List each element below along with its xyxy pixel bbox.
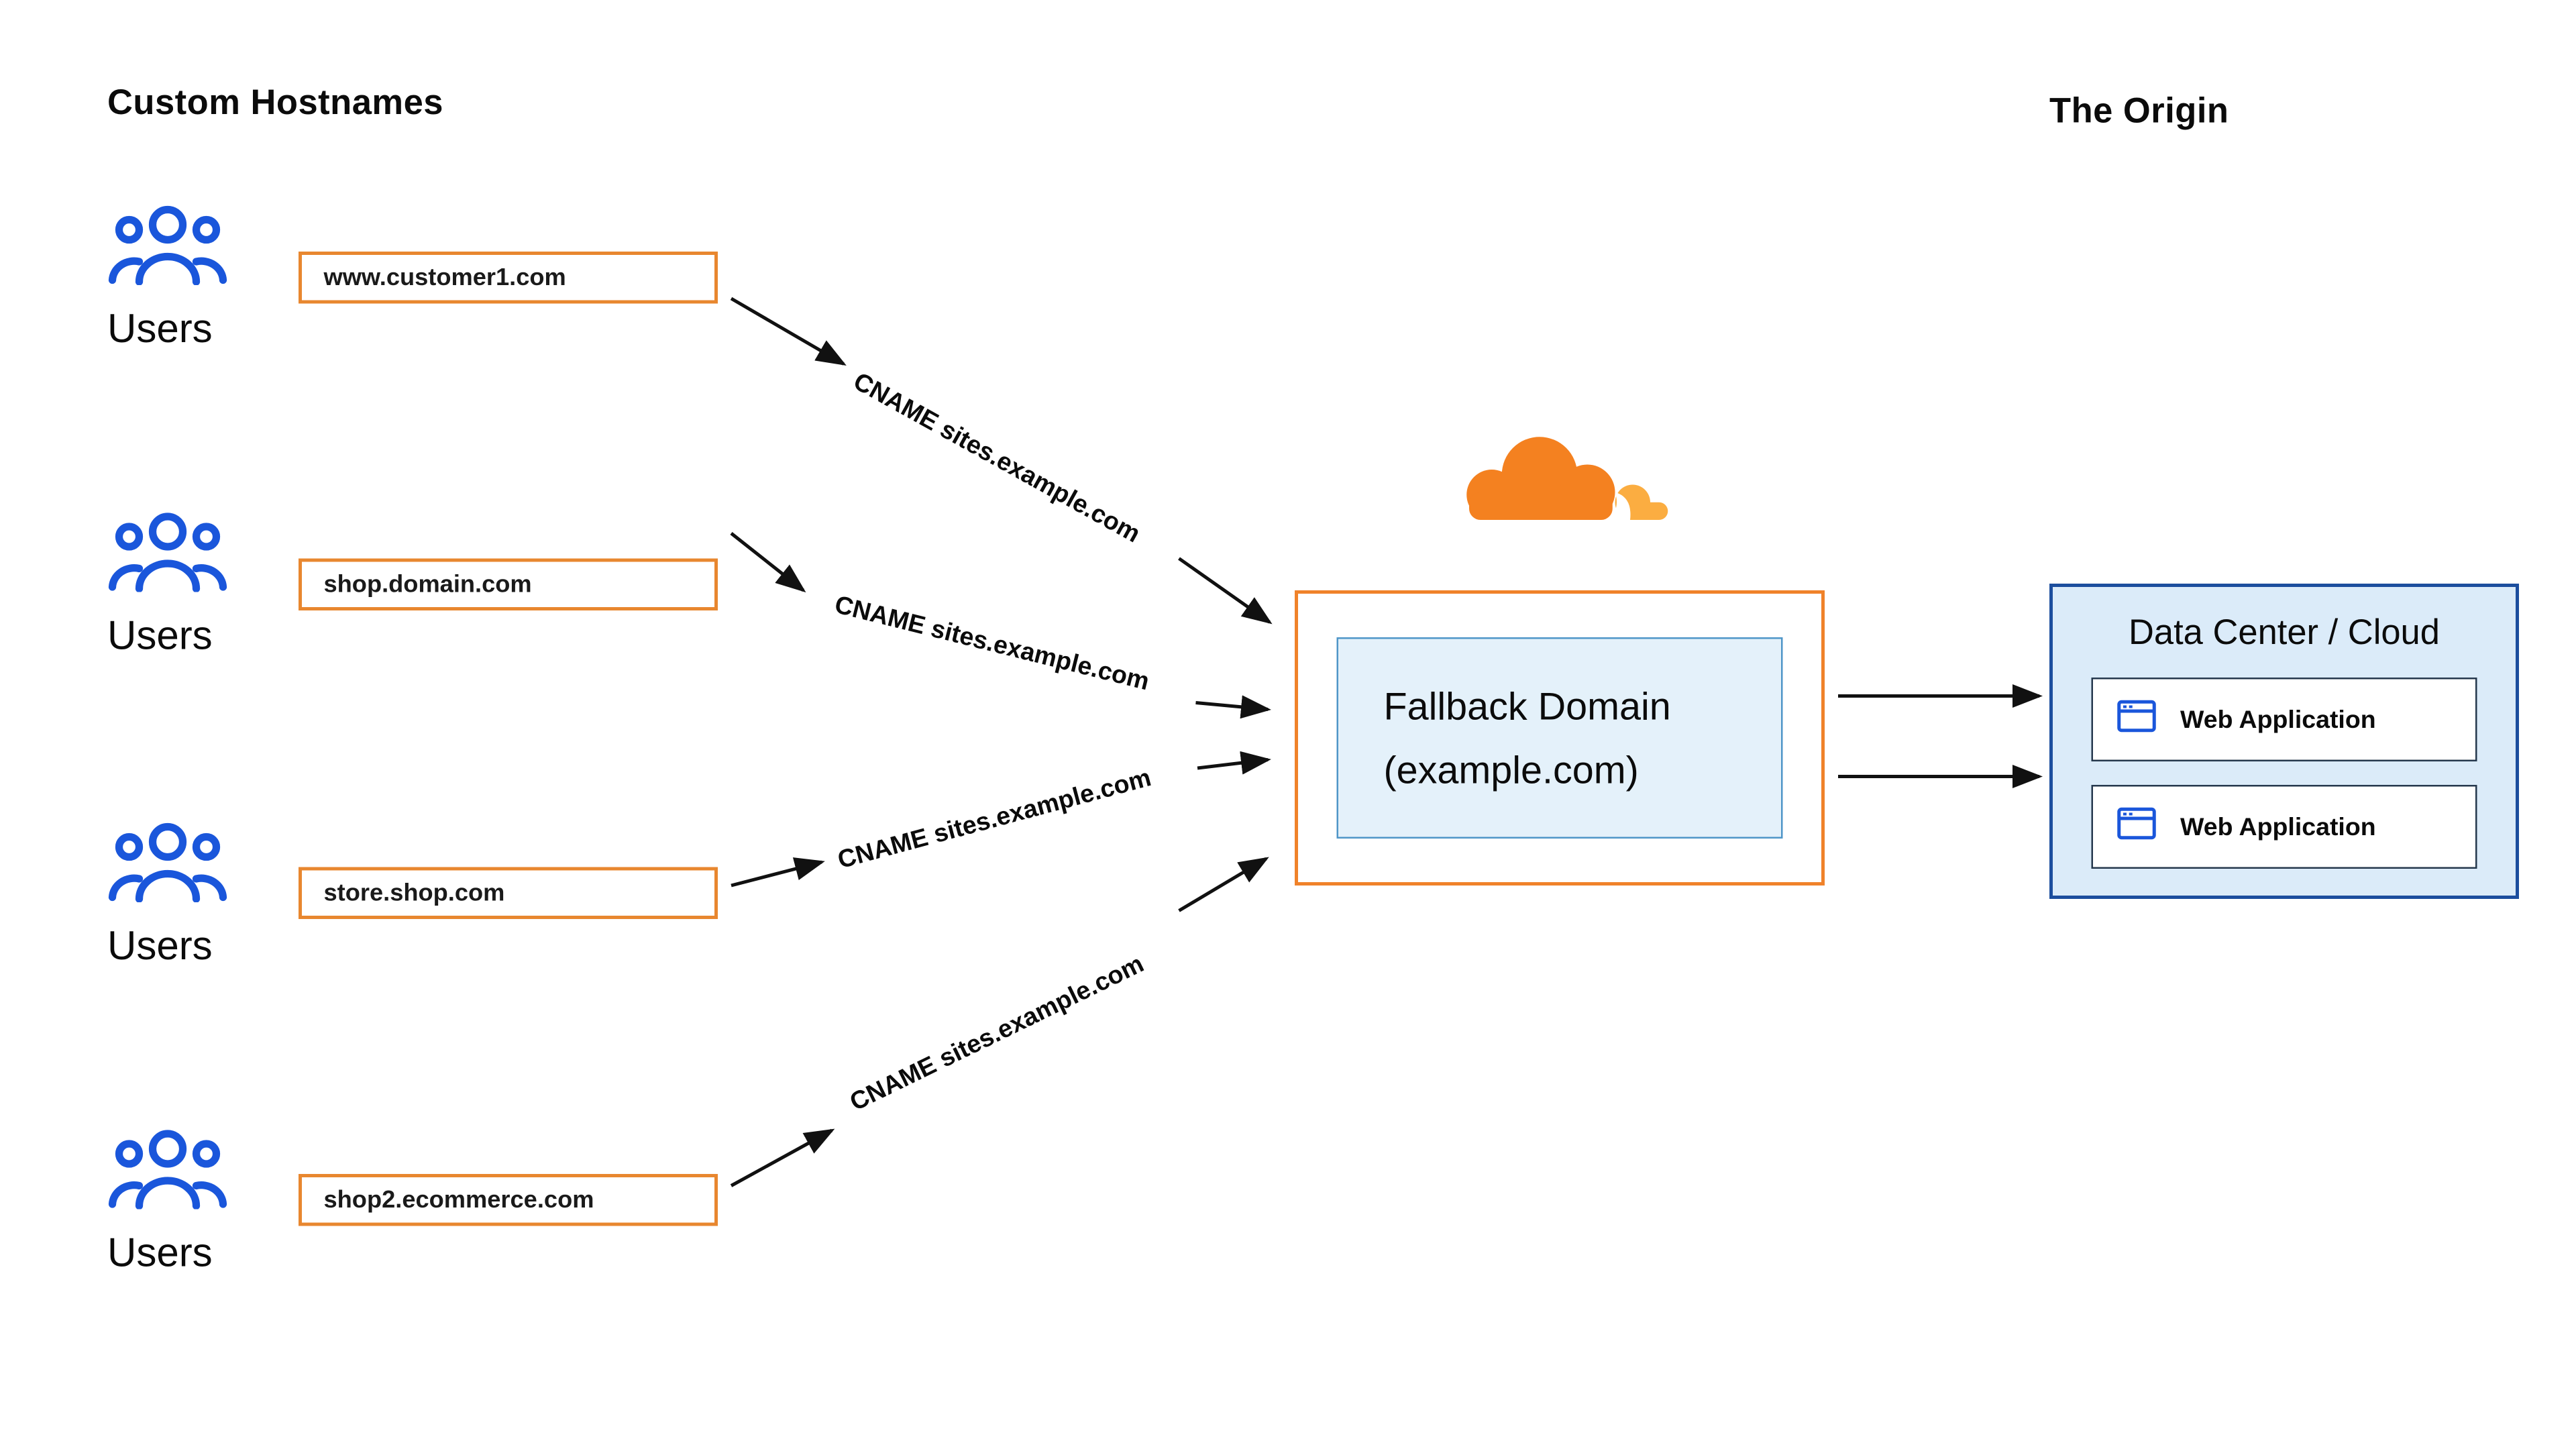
browser-window-icon [2116,806,2157,848]
web-application-label: Web Application [2180,812,2376,841]
fallback-domain-line2: (example.com) [1383,748,1639,792]
cname-label-4: CNAME sites.example.com [845,950,1149,1118]
cname-label-2: CNAME sites.example.com [831,590,1152,697]
cname-label-1: CNAME sites.example.com [848,367,1145,549]
users-icon [107,822,228,910]
data-center-title: Data Center / Cloud [2128,614,2440,653]
users-group-4: Users [107,1129,258,1279]
users-label: Users [107,924,213,970]
custom-hostnames-heading: Custom Hostnames [107,84,444,123]
users-label: Users [107,307,213,353]
users-group-3: Users [107,822,258,971]
fallback-domain-line1: Fallback Domain [1383,684,1671,728]
cname-label-3: CNAME sites.example.com [835,763,1155,875]
hostname-box-customer1: www.customer1.com [299,252,718,304]
cloudflare-logo [1434,419,1686,553]
web-application-box-1: Web Application [2091,678,2477,761]
users-group-1: Users [107,205,258,354]
web-application-box-2: Web Application [2091,785,2477,869]
users-label: Users [107,1231,213,1277]
users-icon [107,513,228,599]
browser-window-icon [2116,698,2157,741]
users-icon [107,1130,228,1216]
users-label: Users [107,614,213,659]
web-application-label: Web Application [2180,705,2376,734]
users-icon [107,205,228,292]
fallback-domain-box: Fallback Domain (example.com) [1336,637,1783,839]
users-group-2: Users [107,512,258,661]
hostname-box-store-shop: store.shop.com [299,867,718,919]
the-origin-heading: The Origin [2049,92,2229,131]
hostname-box-shop-domain: shop.domain.com [299,558,718,610]
data-center-box: Data Center / Cloud Web Application [2049,584,2519,899]
fallback-domain-outer-box: Fallback Domain (example.com) [1295,590,1825,885]
hostname-box-shop2-ecommerce: shop2.ecommerce.com [299,1174,718,1226]
